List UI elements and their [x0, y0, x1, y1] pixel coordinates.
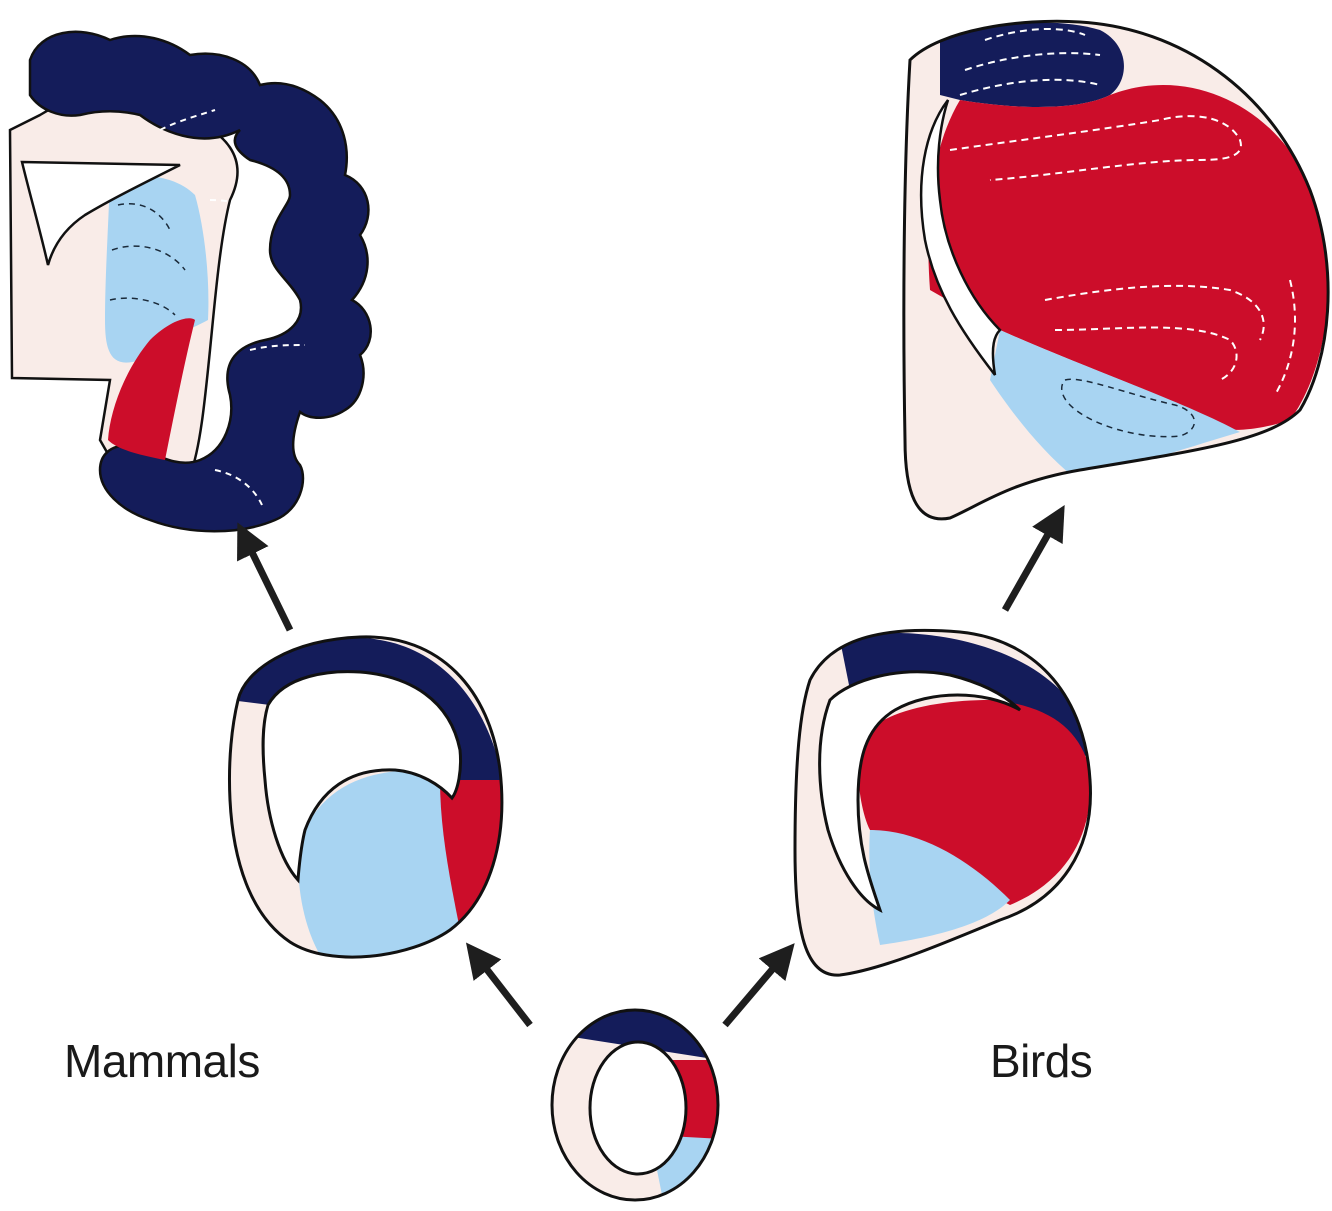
mammal-middle-stage [220, 620, 520, 980]
arrow-to-bird-top [1005, 522, 1055, 610]
mammals-label: Mammals [64, 1034, 260, 1088]
bird-middle-stage [780, 620, 1110, 990]
small-ring-stage [540, 1000, 740, 1210]
mammal-top-stage [10, 32, 371, 531]
birds-label: Birds [990, 1034, 1092, 1088]
arrow-to-mammal-top [246, 540, 290, 630]
arrow-to-bird-middle [725, 958, 782, 1025]
arrow-to-mammal-middle [478, 958, 530, 1025]
bird-top-stage [900, 15, 1332, 535]
